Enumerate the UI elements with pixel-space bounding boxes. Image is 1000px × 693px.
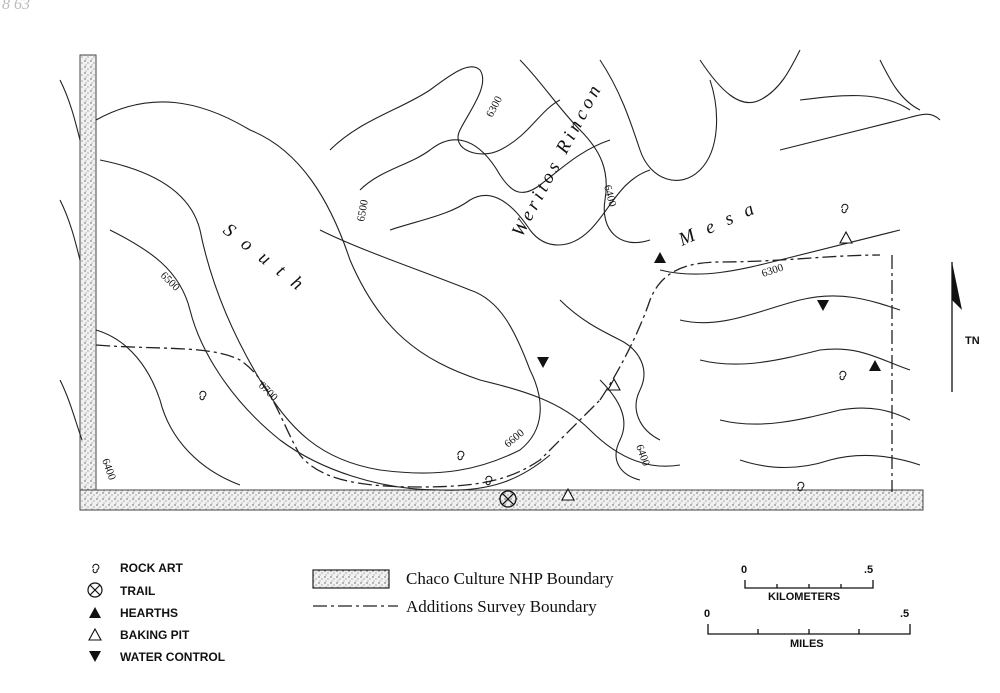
water-control-symbol	[817, 300, 829, 311]
place-label-rincon: Weritos Rincon	[508, 79, 607, 241]
rock-art-icon	[92, 563, 100, 574]
contour-label: 6500	[158, 270, 182, 294]
water-control-icon	[89, 651, 101, 662]
legend-rock-art-label: ROCK ART	[120, 561, 183, 575]
legend-nhp-boundary-label: Chaco Culture NHP Boundary	[406, 569, 614, 588]
contour-line	[599, 379, 641, 481]
contour-line	[879, 59, 921, 111]
contour-label: 6300	[484, 94, 505, 119]
true-north-label: TN	[965, 335, 980, 347]
contour-label: 6400	[633, 443, 652, 468]
legend-survey-boundary-label: Additions Survey Boundary	[406, 597, 597, 616]
trail-icon	[87, 582, 103, 598]
contour-lines	[59, 49, 941, 491]
legend-baking-pit-label: BAKING PIT	[120, 628, 190, 642]
contour-line	[799, 94, 911, 111]
survey-boundary	[95, 254, 893, 492]
baking-pit-symbol	[839, 230, 853, 244]
km-scale-bar	[744, 580, 874, 589]
scale-bars	[707, 580, 911, 635]
km-start-label: 0	[741, 564, 748, 576]
survey-boundary-line	[599, 254, 881, 401]
mi-start-label: 0	[704, 608, 711, 620]
rock-art-symbol	[839, 370, 847, 381]
km-end-label: .5	[864, 564, 874, 576]
contour-label: 6400	[99, 457, 118, 482]
mi-unit-label: MILES	[790, 638, 824, 650]
contour-line	[95, 101, 681, 467]
contour-label: 6400	[601, 184, 618, 209]
contour-line	[559, 299, 661, 441]
contour-line	[719, 407, 911, 425]
contour-line	[699, 348, 911, 371]
baking-pit-symbol	[607, 377, 621, 391]
legend-symbols	[87, 563, 398, 662]
nhp-boundary	[79, 54, 924, 511]
contour-line	[679, 295, 901, 324]
trail-symbol	[499, 490, 517, 508]
contour-label: 6700	[256, 380, 280, 404]
contour-label: 6500	[355, 198, 371, 222]
contour-line	[389, 169, 651, 246]
contour-labels: 6300 6400 6500 6500 6600 6700 6400 6400 …	[99, 94, 785, 482]
hearth-symbol	[869, 360, 881, 371]
water-control-symbol	[537, 357, 549, 368]
contour-line	[99, 159, 541, 474]
contour-line	[329, 66, 561, 155]
hearth-symbol	[654, 252, 666, 263]
contour-line	[739, 454, 921, 469]
legend-trail-label: TRAIL	[120, 584, 156, 598]
contour-line	[59, 379, 83, 441]
contour-line	[599, 59, 718, 181]
nhp-boundary-swatch	[312, 569, 390, 589]
rock-art-symbol	[485, 475, 493, 486]
rock-art-symbol	[841, 203, 849, 214]
contour-line	[359, 139, 611, 193]
contour-line	[59, 199, 81, 261]
contour-line	[519, 59, 651, 244]
km-unit-label: KILOMETERS	[768, 591, 841, 603]
mi-scale-bar	[707, 624, 911, 635]
legend-hearths-label: HEARTHS	[120, 606, 179, 620]
rock-art-symbol	[457, 450, 465, 461]
survey-boundary-line	[95, 344, 601, 488]
contour-line	[779, 113, 941, 151]
north-arrow	[951, 262, 962, 392]
hearth-icon	[89, 607, 101, 618]
rock-art-symbol	[199, 390, 207, 401]
legend-water-control-label: WATER CONTROL	[120, 650, 226, 664]
contour-line	[109, 229, 551, 491]
baking-pit-symbol	[561, 487, 575, 501]
contour-line	[59, 79, 81, 141]
map-symbols	[199, 203, 881, 508]
rock-art-symbol	[797, 481, 805, 492]
place-label-south: South	[219, 219, 317, 302]
baking-pit-icon	[88, 627, 102, 641]
contour-line	[95, 329, 241, 486]
mi-end-label: .5	[900, 608, 910, 620]
contour-line	[699, 49, 801, 104]
corner-handwriting: 8 63	[2, 0, 30, 13]
place-label-mesa: Mesa	[675, 193, 770, 250]
